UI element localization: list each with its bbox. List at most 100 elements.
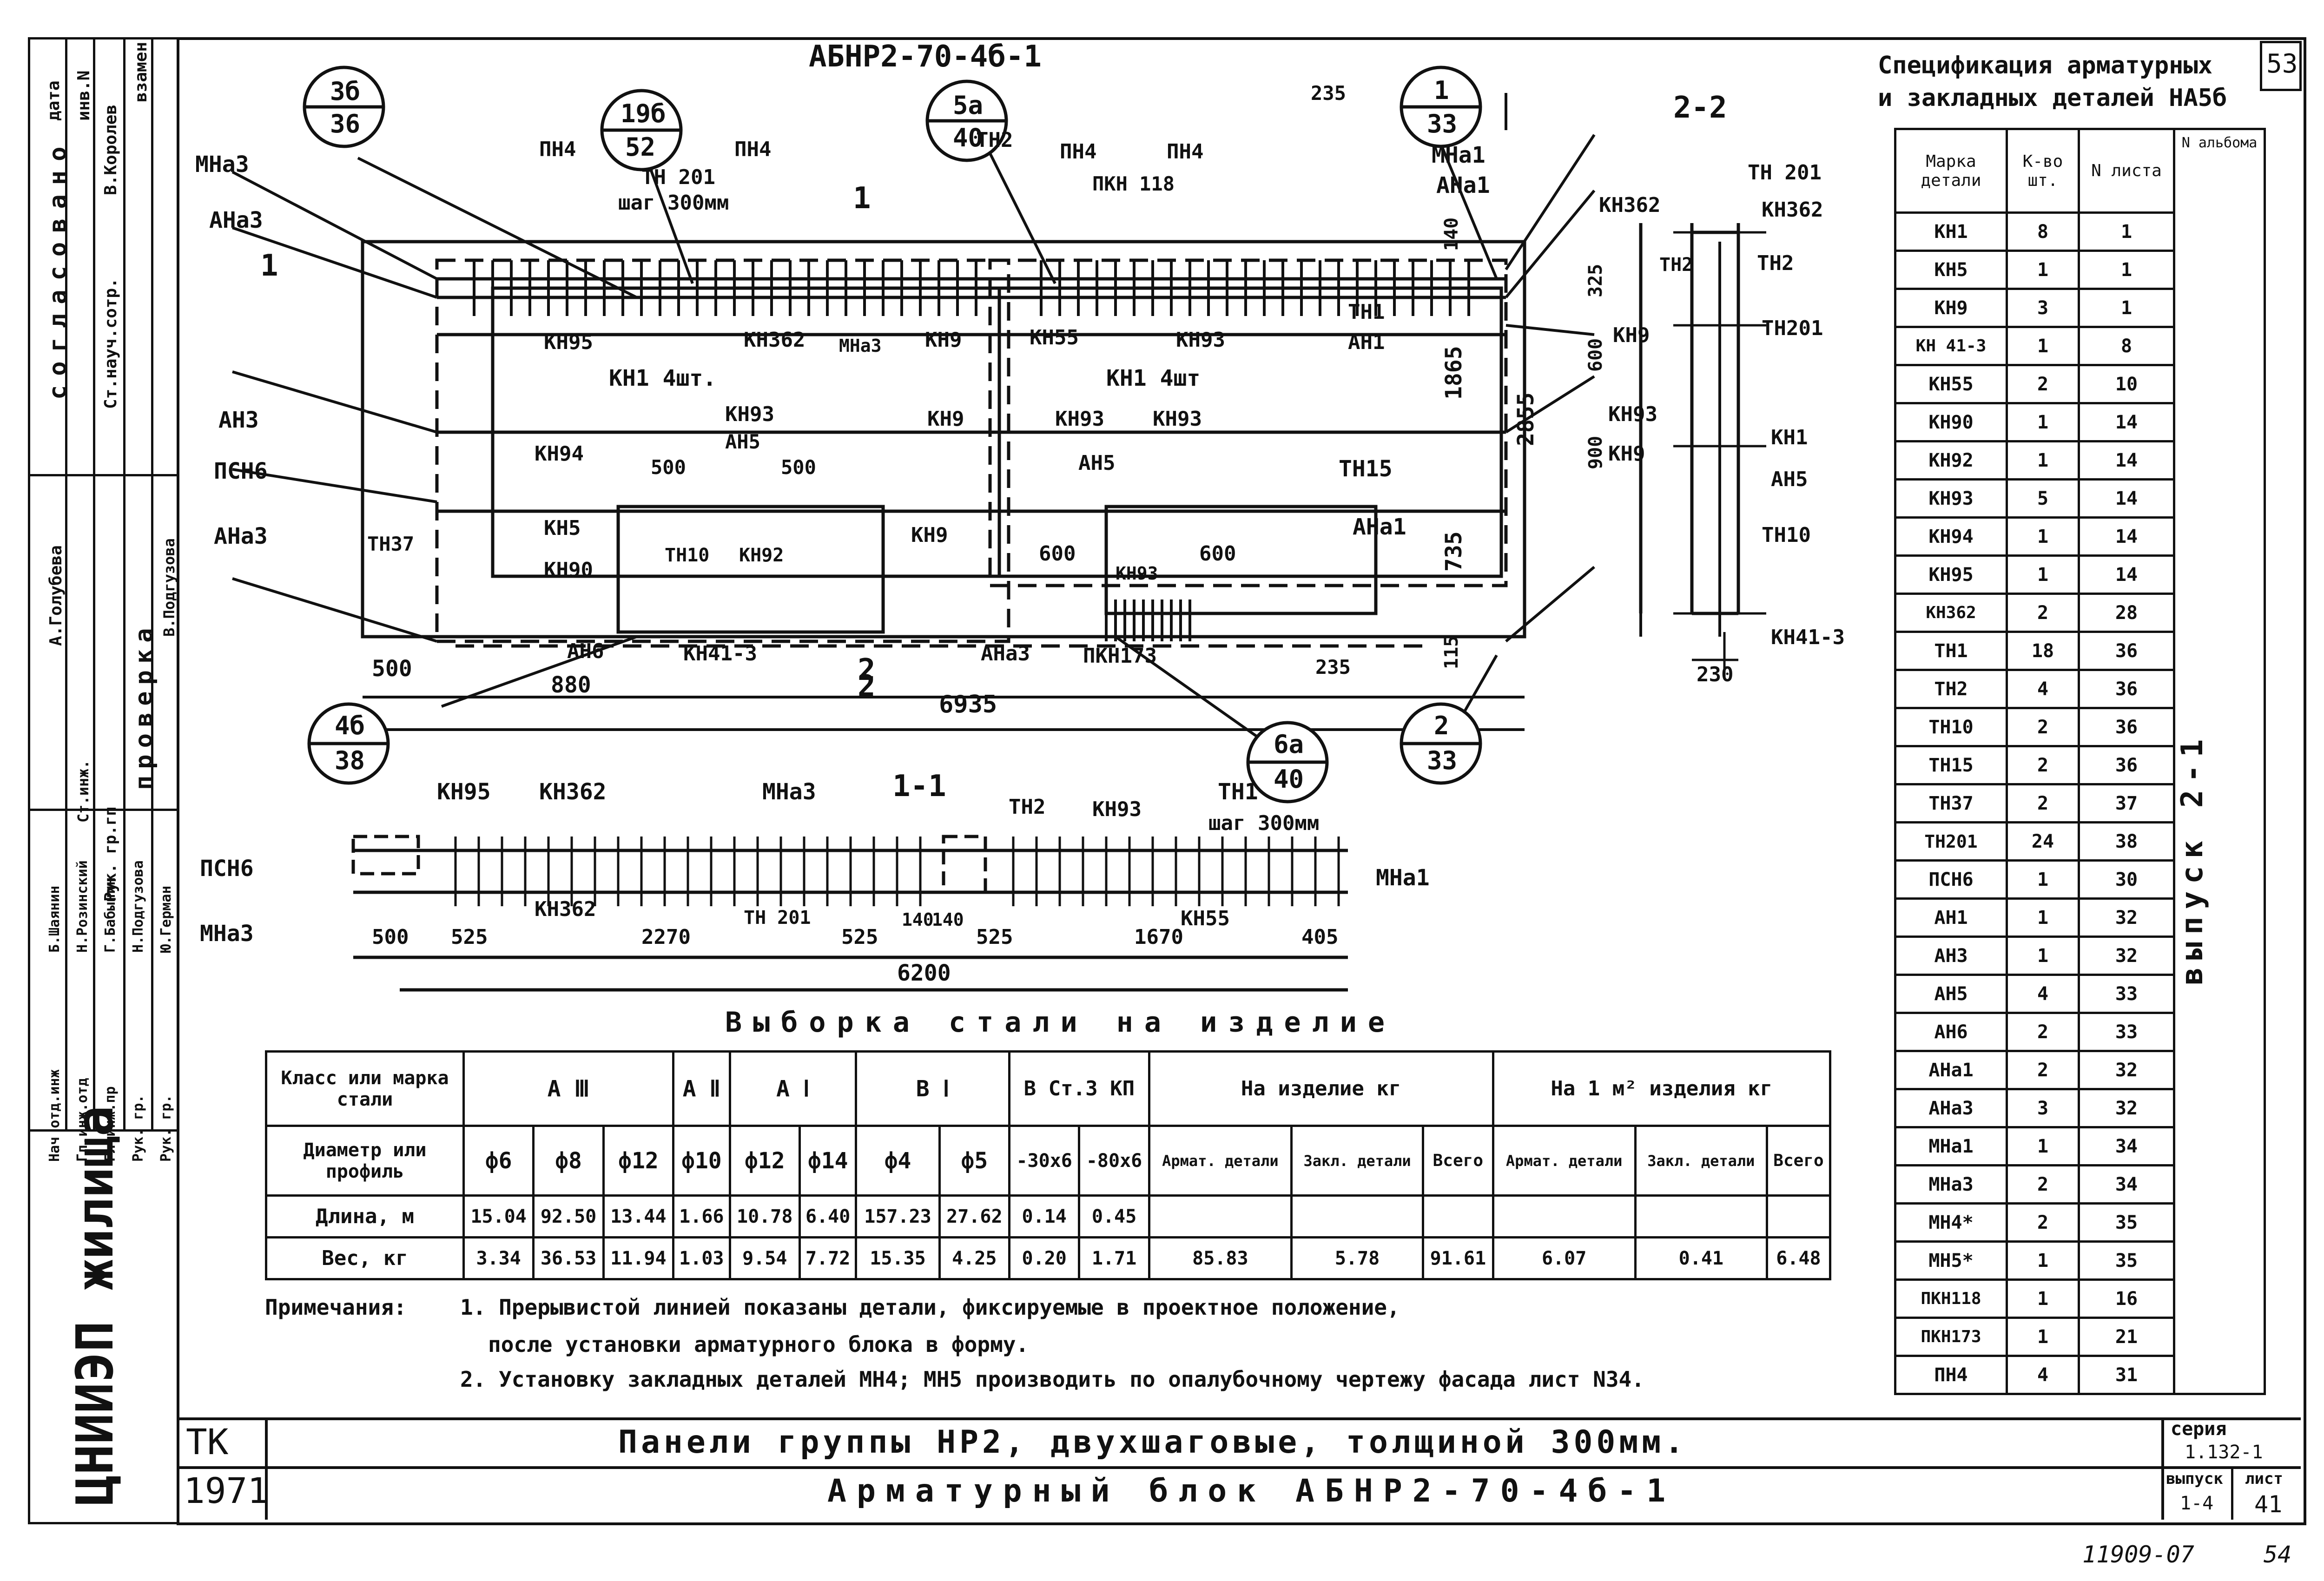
spec-sheet-15: 37 (2078, 783, 2175, 823)
s11-dim-4: 140 (902, 909, 934, 930)
label-an3: АН3 (218, 407, 259, 433)
steel-length-4: 10.78 (728, 1194, 801, 1238)
label-ana1-b: АНа1 (1353, 514, 1406, 540)
spec-qty-10: 2 (2006, 593, 2080, 633)
spec-qty-20: 4 (2006, 974, 2080, 1014)
label-d235a: 235 (1311, 82, 1346, 105)
title-block-mid-line (177, 1466, 2301, 1469)
spec-qty-18: 1 (2006, 897, 2080, 938)
spec-sheet-2: 1 (2078, 288, 2175, 328)
spec-qty-11: 18 (2006, 631, 2080, 671)
label-pn4-d: ПН4 (1167, 140, 1204, 164)
label-psn6: ПСН6 (214, 458, 268, 484)
steel-row-weight-label: Вес, кг (265, 1236, 465, 1280)
spec-sheet-7: 14 (2078, 478, 2175, 519)
spec-qty-30: 4 (2006, 1355, 2080, 1395)
spec-mark-25: МНа3 (1894, 1164, 2008, 1205)
label-d140: 140 (1441, 217, 1462, 251)
callout-4b-bottom: 38 (335, 746, 365, 775)
s22-d900: 900 (1585, 435, 1606, 469)
label-kn93-d: КН93 (1153, 407, 1202, 431)
spec-header-sheet: N листа (2078, 128, 2175, 214)
s11-dim-6: 525 (976, 925, 1013, 949)
date-label: дата (44, 80, 63, 121)
steel-diam-15: Всего (1765, 1125, 1832, 1197)
label-tn2: ТН2 (976, 128, 1013, 152)
section-2-2-title: 2-2 (1673, 91, 1727, 125)
s11-tn201: ТН 201 (744, 907, 811, 929)
name-2: Н.Розинский (74, 860, 91, 953)
year-label: 1971 (184, 1470, 269, 1511)
label-kn41: КН41-3 (683, 642, 757, 665)
steel-weight-9: 1.71 (1078, 1236, 1150, 1280)
label-an6: АН6 (567, 639, 604, 663)
title-block-top-line (177, 1417, 2301, 1420)
replaced-label: взамен (132, 41, 151, 102)
label-d600a: 600 (1039, 542, 1076, 566)
steel-group-a2: А Ⅱ (672, 1050, 731, 1127)
steel-length-11 (1290, 1194, 1425, 1238)
notes-prefix: Примечания: (265, 1295, 407, 1320)
issue-sheet-divider (2231, 1466, 2233, 1520)
s11-dim-1: 525 (451, 925, 488, 949)
series-label: серия (2171, 1418, 2227, 1440)
spec-mark-16: ТН201 (1894, 821, 2008, 862)
steel-diam-13: Армат. детали (1492, 1125, 1637, 1197)
organization-label: ЦНИИЭП жилища (65, 1106, 125, 1506)
label-ana1: АНа1 (1436, 172, 1490, 198)
spec-qty-0: 8 (2006, 211, 2080, 252)
label-kn95: КН95 (544, 330, 593, 354)
spec-qty-14: 2 (2006, 745, 2080, 785)
agreed-label: согласовано (44, 137, 72, 400)
spec-sheet-11: 36 (2078, 631, 2175, 671)
steel-length-0: 15.04 (462, 1194, 535, 1238)
steel-diam-14: Закл. детали (1634, 1125, 1768, 1197)
tk-label: ТК (186, 1421, 229, 1462)
spec-sheet-4: 10 (2078, 364, 2175, 404)
steel-weight-15: 6.48 (1765, 1236, 1832, 1280)
s11-kn362b: КН362 (535, 897, 596, 921)
s22-tn201a: ТН 201 (1748, 161, 1822, 184)
s22-tn10: ТН10 (1762, 523, 1811, 547)
spec-qty-26: 2 (2006, 1202, 2080, 1243)
s11-dim-2: 2270 (641, 925, 691, 949)
title-main: Панели группы НР2, двухшаговые, толщиной… (618, 1424, 1688, 1461)
steel-group-a3: А Ⅲ (462, 1050, 675, 1127)
spec-mark-18: АН1 (1894, 897, 2008, 938)
label-d115: 115 (1441, 635, 1462, 669)
spec-qty-2: 3 (2006, 288, 2080, 328)
label-d6935: 6935 (939, 691, 997, 718)
note-1: 1. Прерывистой линией показаны детали, ф… (460, 1295, 1400, 1320)
section-1-1-title: 1-1 (892, 769, 946, 804)
spec-qty-9: 1 (2006, 554, 2080, 595)
spec-mark-22: АНа1 (1894, 1050, 2008, 1090)
spec-sheet-20: 33 (2078, 974, 2175, 1014)
steel-diam-1: ф8 (532, 1125, 605, 1197)
role-1: Нач отд.инж (46, 1069, 63, 1162)
label-kn90: КН90 (544, 558, 593, 582)
spec-sheet-17: 30 (2078, 859, 2175, 900)
steel-weight-8: 0.20 (1008, 1236, 1081, 1280)
steel-diam-0: ф6 (462, 1125, 535, 1197)
callout-6a-top: 6а (1274, 730, 1304, 759)
callout-1-bottom: 33 (1427, 109, 1458, 138)
steel-diam-2: ф12 (602, 1125, 675, 1197)
label-kn9-c: КН9 (911, 523, 948, 547)
steel-diam-4: ф12 (728, 1125, 801, 1197)
spec-qty-15: 2 (2006, 783, 2080, 823)
steel-weight-10: 85.83 (1148, 1236, 1293, 1280)
steel-group-vst3: В Ст.3 КП (1008, 1050, 1150, 1127)
label-d735: 735 (1441, 531, 1467, 572)
spec-qty-27: 1 (2006, 1240, 2080, 1281)
steel-group-a1: А Ⅰ (728, 1050, 858, 1127)
spec-mark-6: КН92 (1894, 440, 2008, 481)
spec-sheet-24: 34 (2078, 1126, 2175, 1166)
callout-3b-top: 3б (330, 77, 361, 106)
steel-weight-11: 5.78 (1290, 1236, 1425, 1280)
role-5: Рук. гр. (158, 1094, 174, 1162)
side-stamp-divider-2 (93, 37, 95, 1129)
s11-mna1: МНа1 (1376, 865, 1430, 891)
spec-sheet-13: 36 (2078, 707, 2175, 747)
spec-mark-13: ТН10 (1894, 707, 2008, 747)
steel-length-5: 6.40 (798, 1194, 858, 1238)
